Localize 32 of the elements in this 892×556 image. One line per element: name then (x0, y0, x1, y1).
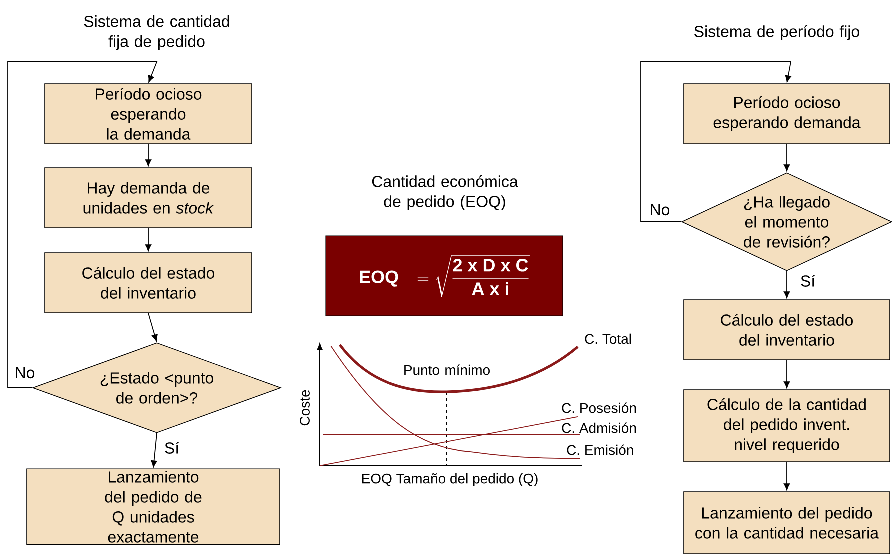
curve-label: C. Emisión (567, 444, 634, 456)
edge-label: Sí (799, 274, 817, 288)
arrow (784, 144, 790, 172)
process-box: Cálculo de la cantidad del pedido invent. nivel requerido (684, 390, 890, 462)
title: Cantidad económica de pedido (EOQ) (372, 175, 518, 211)
arrow (151, 432, 158, 468)
arrow (145, 228, 152, 252)
arrow (145, 144, 152, 166)
chart-annotation: Punto mínimo (404, 364, 490, 376)
axis-title: EOQ Tamaño del pedido (Q) (362, 473, 538, 487)
process-box: Período ocioso esperando la demanda (44, 84, 252, 144)
curve-label: C. Total (585, 334, 632, 344)
process-box: Cálculo del estado del inventario (44, 252, 252, 314)
formula-box: $\mathbf{EOQ}\quad\mathbf{=}\;\sqrt{\dfrac{\mathbf{2\ x\ D\ x\ C}}{\mathbf{A\ x\ i}}}$ (326, 236, 564, 316)
curve-label: C. Posesión (562, 402, 636, 414)
arrow (8, 62, 158, 388)
process-box: Cálculo del estado del inventario (684, 300, 890, 360)
curve-label: C. Admisión (562, 422, 636, 434)
arrow (784, 270, 790, 298)
process-box: Hay demanda de unidades en stock (44, 168, 252, 228)
axis-title: Coste (300, 390, 310, 426)
title: Sistema de cantidad fija de pedido (84, 16, 230, 50)
arrow (640, 62, 792, 222)
title: Sistema de período fijo (694, 25, 860, 41)
process-box: Lanzamiento del pedido con la cantidad necesaria (684, 492, 890, 554)
process-box: Lanzamiento del pedido de Q unidades exactamente (26, 468, 280, 546)
arrow (784, 360, 790, 388)
edge-label: No (648, 203, 672, 217)
arrow (784, 462, 790, 490)
arrow (148, 312, 158, 342)
edge-label: Sí (163, 441, 181, 455)
process-box: Período ocioso esperando demanda (684, 84, 890, 144)
